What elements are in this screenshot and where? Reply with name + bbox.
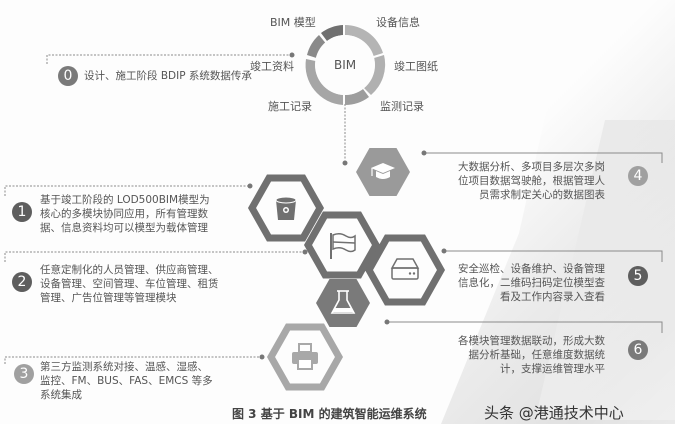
item-5-text: 安全巡检、设备维护、设备管理 信息化，二维码扫码定位模型查 看及工作内容录入查看 [458, 263, 605, 303]
badge-4: 4 [628, 166, 648, 186]
hex-printer [266, 323, 344, 391]
item-3-text: 第三方监测系统对接、温感、湿感、 监控、FM、BUS、FAS、EMCS 等多 系… [40, 361, 213, 401]
item-0-text: 设计、施工阶段 BDIP 系统数据传承 [84, 70, 252, 82]
badge-6: 6 [628, 340, 648, 360]
figure-caption: 图 3 基于 BIM 的建筑智能运维系统 [232, 407, 427, 421]
hex-bucket [247, 174, 325, 242]
ring-label-construction-records: 施工记录 [268, 100, 312, 113]
hex-graduation-cap [356, 148, 410, 196]
watermark: 头条 @港通技术中心 [484, 404, 624, 422]
ring-label-as-built-documents: 竣工资料 [250, 60, 294, 73]
ring-center-label: BIM [334, 58, 357, 72]
badge-1: 1 [12, 202, 32, 222]
ring-label-as-built-drawings: 竣工图纸 [394, 60, 438, 73]
badge-0: 0 [58, 66, 78, 86]
item-6-text: 各模块管理数据联动，形成大数 据分析基础，任意维度数据统 计，支撑运维管理水平 [458, 335, 605, 375]
item-4-text: 大数据分析、多项目多层次多岗 位项目数据驾驶舱，根据管理人 员需求制定关心的数据… [458, 161, 605, 201]
badge-5: 5 [628, 266, 648, 286]
item-2-text: 任意定制化的人员管理、供应商管理、 设备管理、空间管理、车位管理、租赁 管理、广… [40, 264, 219, 304]
item-1-text: 基于竣工阶段的 LOD500BIM模型为 核心的多模块协同应用，所有管理数 据、… [40, 194, 210, 234]
hex-flag [303, 211, 381, 279]
ring-label-bim-model: BIM 模型 [270, 16, 316, 29]
badge-2: 2 [12, 272, 32, 292]
badge-3: 3 [14, 364, 34, 384]
bim-ring [305, 25, 386, 105]
hex-flask [316, 279, 370, 327]
hex-hard-drive [364, 234, 446, 306]
ring-label-monitoring-records: 监测记录 [380, 100, 424, 113]
ring-label-equipment-info: 设备信息 [376, 16, 420, 29]
